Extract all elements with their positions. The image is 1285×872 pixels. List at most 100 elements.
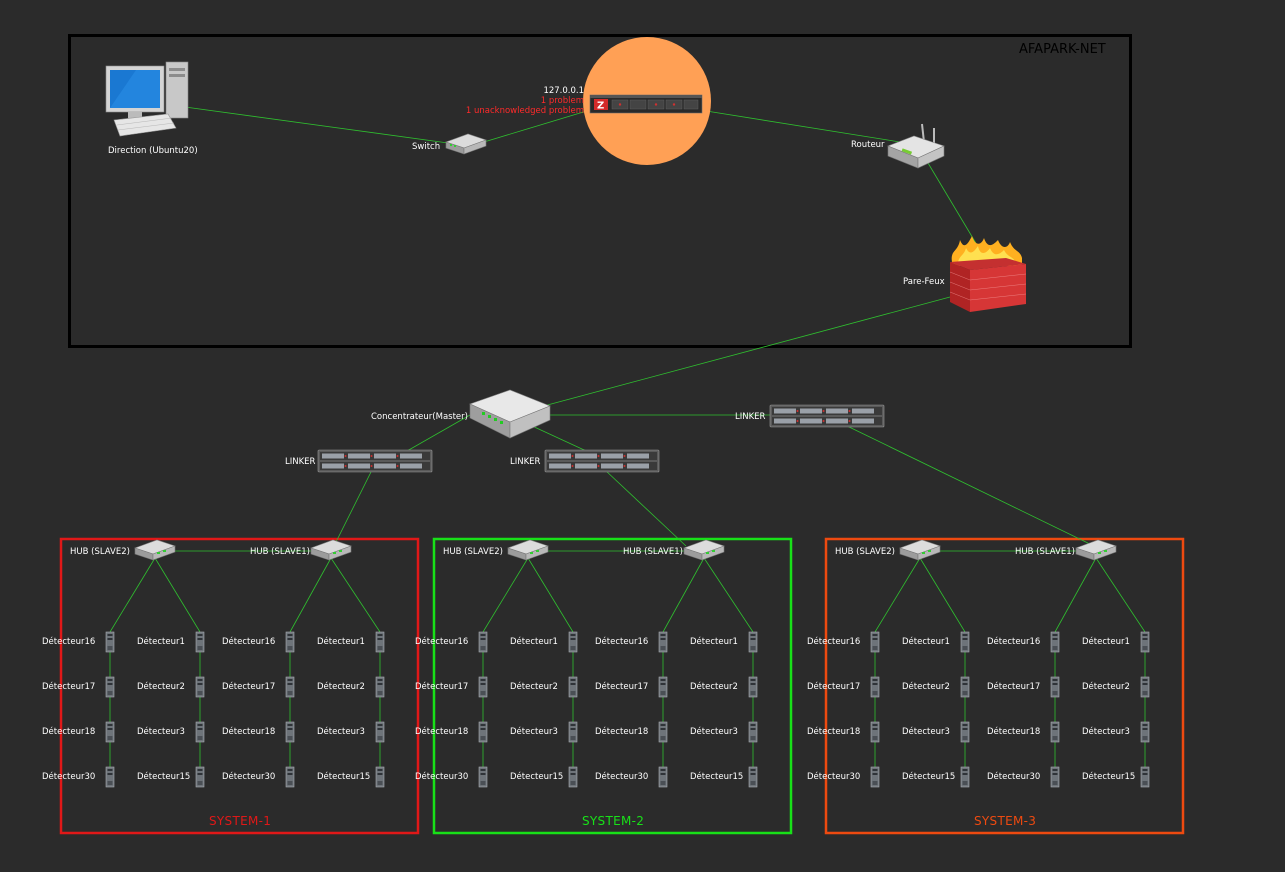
detector-icon[interactable] <box>1050 721 1060 743</box>
detector-label: Détecteur15 <box>317 772 371 782</box>
detector-label: Détecteur18 <box>807 727 861 737</box>
detector-icon[interactable] <box>285 676 295 698</box>
detector-label: Détecteur2 <box>510 682 558 692</box>
linker-label: LINKER <box>510 457 541 467</box>
detector-label: Détecteur1 <box>690 637 738 647</box>
detector-icon[interactable] <box>568 676 578 698</box>
afapark-net-frame <box>68 34 1132 348</box>
detector-icon[interactable] <box>375 721 385 743</box>
detector-label: Détecteur15 <box>510 772 564 782</box>
linker-label: LINKER <box>285 457 316 467</box>
detector-icon[interactable] <box>960 721 970 743</box>
detector-icon[interactable] <box>478 676 488 698</box>
firewall-label: Pare-Feux <box>903 277 945 287</box>
zabbix-unack-label[interactable]: 1 unacknowledged problem <box>465 106 584 116</box>
detector-icon[interactable] <box>195 631 205 653</box>
detector-label: Détecteur17 <box>987 682 1041 692</box>
concentrator-icon[interactable] <box>469 389 551 439</box>
detector-icon[interactable] <box>658 721 668 743</box>
detector-label: Détecteur15 <box>902 772 956 782</box>
detector-icon[interactable] <box>1050 631 1060 653</box>
detector-icon[interactable] <box>195 721 205 743</box>
detector-icon[interactable] <box>748 631 758 653</box>
detector-label: Détecteur17 <box>807 682 861 692</box>
linker-label: LINKER <box>735 412 766 422</box>
detector-icon[interactable] <box>1140 766 1150 788</box>
computer-icon[interactable] <box>105 61 189 137</box>
detector-icon[interactable] <box>960 766 970 788</box>
detector-icon[interactable] <box>285 631 295 653</box>
detector-label: Détecteur2 <box>690 682 738 692</box>
detector-icon[interactable] <box>870 631 880 653</box>
detector-icon[interactable] <box>105 766 115 788</box>
hub-slave1-icon[interactable] <box>310 539 352 561</box>
detector-label: Détecteur15 <box>1082 772 1136 782</box>
hub-slave2-icon[interactable] <box>507 539 549 561</box>
detector-icon[interactable] <box>1050 766 1060 788</box>
firewall-icon[interactable] <box>949 236 1027 312</box>
detector-icon[interactable] <box>748 676 758 698</box>
detector-icon[interactable] <box>195 766 205 788</box>
detector-icon[interactable] <box>478 766 488 788</box>
detector-icon[interactable] <box>375 766 385 788</box>
detector-icon[interactable] <box>478 721 488 743</box>
detector-icon[interactable] <box>658 631 668 653</box>
system-1-frame <box>59 537 420 835</box>
detector-icon[interactable] <box>1140 721 1150 743</box>
detector-icon[interactable] <box>1140 631 1150 653</box>
hub-slave1-icon[interactable] <box>683 539 725 561</box>
linker-rack-icon[interactable] <box>544 449 660 473</box>
hub-slave1-label: HUB (SLAVE1) <box>250 547 310 557</box>
detector-icon[interactable] <box>658 676 668 698</box>
detector-label: Détecteur3 <box>510 727 558 737</box>
detector-icon[interactable] <box>1140 676 1150 698</box>
detector-icon[interactable] <box>748 721 758 743</box>
detector-icon[interactable] <box>568 631 578 653</box>
detector-label: Détecteur16 <box>595 637 649 647</box>
detector-label: Détecteur2 <box>317 682 365 692</box>
system-title: SYSTEM-3 <box>974 814 1037 828</box>
detector-icon[interactable] <box>1050 676 1060 698</box>
detector-icon[interactable] <box>960 676 970 698</box>
zabbix-server-icon[interactable]: Z <box>589 94 703 114</box>
detector-icon[interactable] <box>195 676 205 698</box>
system-2-frame <box>432 537 793 835</box>
detector-icon[interactable] <box>105 631 115 653</box>
hub-slave1-icon[interactable] <box>1075 539 1117 561</box>
detector-icon[interactable] <box>870 766 880 788</box>
detector-icon[interactable] <box>105 676 115 698</box>
hub-slave2-icon[interactable] <box>899 539 941 561</box>
detector-label: Détecteur30 <box>987 772 1041 782</box>
detector-icon[interactable] <box>870 676 880 698</box>
detector-icon[interactable] <box>375 676 385 698</box>
linker-rack-icon[interactable] <box>769 404 885 428</box>
hub-slave1-label: HUB (SLAVE1) <box>1015 547 1075 557</box>
detector-label: Détecteur3 <box>690 727 738 737</box>
detector-icon[interactable] <box>748 766 758 788</box>
detector-icon[interactable] <box>960 631 970 653</box>
detector-label: Détecteur2 <box>902 682 950 692</box>
detector-label: Détecteur17 <box>595 682 649 692</box>
detector-label: Détecteur3 <box>137 727 185 737</box>
detector-label: Détecteur30 <box>222 772 276 782</box>
detector-label: Détecteur1 <box>317 637 365 647</box>
detector-icon[interactable] <box>105 721 115 743</box>
detector-icon[interactable] <box>568 721 578 743</box>
router-icon[interactable] <box>887 123 945 169</box>
detector-label: Détecteur15 <box>137 772 191 782</box>
detector-icon[interactable] <box>478 631 488 653</box>
zabbix-problem-label[interactable]: 1 problem <box>540 96 584 106</box>
linker-rack-icon[interactable] <box>317 449 433 473</box>
system-title: SYSTEM-1 <box>209 814 272 828</box>
detector-icon[interactable] <box>870 721 880 743</box>
system-title: SYSTEM-2 <box>582 814 645 828</box>
hub-slave2-icon[interactable] <box>134 539 176 561</box>
detector-icon[interactable] <box>658 766 668 788</box>
detector-icon[interactable] <box>285 766 295 788</box>
detector-icon[interactable] <box>568 766 578 788</box>
hub-slave2-label: HUB (SLAVE2) <box>835 547 895 557</box>
detector-icon[interactable] <box>375 631 385 653</box>
switch-icon[interactable] <box>445 133 487 155</box>
detector-icon[interactable] <box>285 721 295 743</box>
